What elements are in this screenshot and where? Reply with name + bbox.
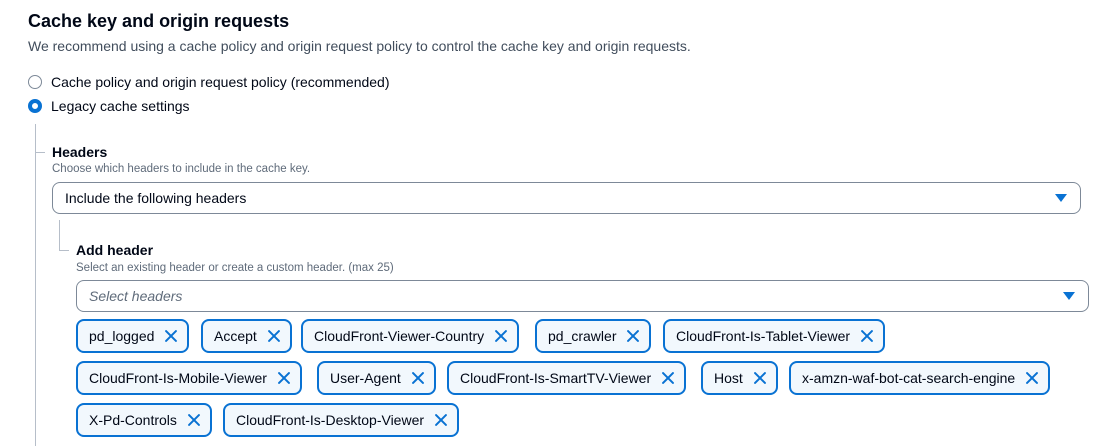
- tree-line: [35, 124, 36, 446]
- header-token-label: CloudFront-Is-Mobile-Viewer: [89, 370, 267, 386]
- radio-legacy-cache-label: Legacy cache settings: [51, 98, 190, 114]
- headers-description: Choose which headers to include in the c…: [52, 163, 311, 175]
- header-token: User-Agent: [317, 361, 436, 395]
- header-token: CloudFront-Is-Desktop-Viewer: [223, 403, 460, 437]
- headers-select-value: Include the following headers: [65, 190, 247, 206]
- caret-down-icon: [1055, 194, 1067, 202]
- radio-unchecked-icon[interactable]: [28, 75, 42, 89]
- add-header-select[interactable]: Select headers: [76, 280, 1089, 312]
- header-token: pd_crawler: [535, 319, 652, 353]
- remove-icon[interactable]: [753, 371, 767, 385]
- section-description: We recommend using a cache policy and or…: [28, 38, 691, 54]
- remove-icon[interactable]: [277, 371, 291, 385]
- header-token-label: Host: [714, 370, 743, 386]
- remove-icon[interactable]: [1025, 371, 1039, 385]
- header-token-label: Accept: [214, 328, 257, 344]
- tree-line: [59, 220, 60, 250]
- headers-label: Headers: [52, 144, 108, 160]
- header-token-label: CloudFront-Is-SmartTV-Viewer: [460, 370, 652, 386]
- add-header-placeholder: Select headers: [89, 288, 183, 304]
- header-token-label: CloudFront-Is-Desktop-Viewer: [236, 412, 425, 428]
- tree-branch: [59, 250, 69, 251]
- header-token: x-amzn-waf-bot-cat-search-engine: [789, 361, 1051, 395]
- header-token-label: pd_crawler: [548, 328, 617, 344]
- caret-down-icon: [1063, 292, 1075, 300]
- add-header-label: Add header: [76, 242, 154, 258]
- header-token-label: X-Pd-Controls: [89, 412, 177, 428]
- header-token-label: CloudFront-Is-Tablet-Viewer: [676, 328, 851, 344]
- radio-cache-policy[interactable]: Cache policy and origin request policy (…: [28, 74, 390, 90]
- remove-icon[interactable]: [187, 413, 201, 427]
- remove-icon[interactable]: [164, 329, 178, 343]
- header-token: CloudFront-Is-Mobile-Viewer: [76, 361, 302, 395]
- radio-checked-icon[interactable]: [28, 99, 42, 113]
- remove-icon[interactable]: [860, 329, 874, 343]
- header-token: CloudFront-Viewer-Country: [301, 319, 520, 353]
- headers-select[interactable]: Include the following headers: [52, 182, 1081, 214]
- tree-branch: [35, 152, 45, 153]
- remove-icon[interactable]: [626, 329, 640, 343]
- remove-icon[interactable]: [267, 329, 281, 343]
- header-token-label: x-amzn-waf-bot-cat-search-engine: [802, 370, 1016, 386]
- header-token: pd_logged: [76, 319, 190, 353]
- add-header-description: Select an existing header or create a cu…: [76, 262, 394, 274]
- header-token: CloudFront-Is-SmartTV-Viewer: [447, 361, 687, 395]
- section-title: Cache key and origin requests: [28, 11, 290, 31]
- remove-icon[interactable]: [661, 371, 675, 385]
- header-token: X-Pd-Controls: [76, 403, 212, 437]
- radio-legacy-cache[interactable]: Legacy cache settings: [28, 98, 190, 114]
- header-token-label: pd_logged: [89, 328, 155, 344]
- header-token: Accept: [201, 319, 292, 353]
- radio-cache-policy-label: Cache policy and origin request policy (…: [51, 74, 390, 90]
- header-token: Host: [701, 361, 778, 395]
- header-token-label: CloudFront-Viewer-Country: [314, 328, 485, 344]
- header-token: CloudFront-Is-Tablet-Viewer: [663, 319, 886, 353]
- header-token-label: User-Agent: [330, 370, 401, 386]
- remove-icon[interactable]: [434, 413, 448, 427]
- remove-icon[interactable]: [494, 329, 508, 343]
- remove-icon[interactable]: [411, 371, 425, 385]
